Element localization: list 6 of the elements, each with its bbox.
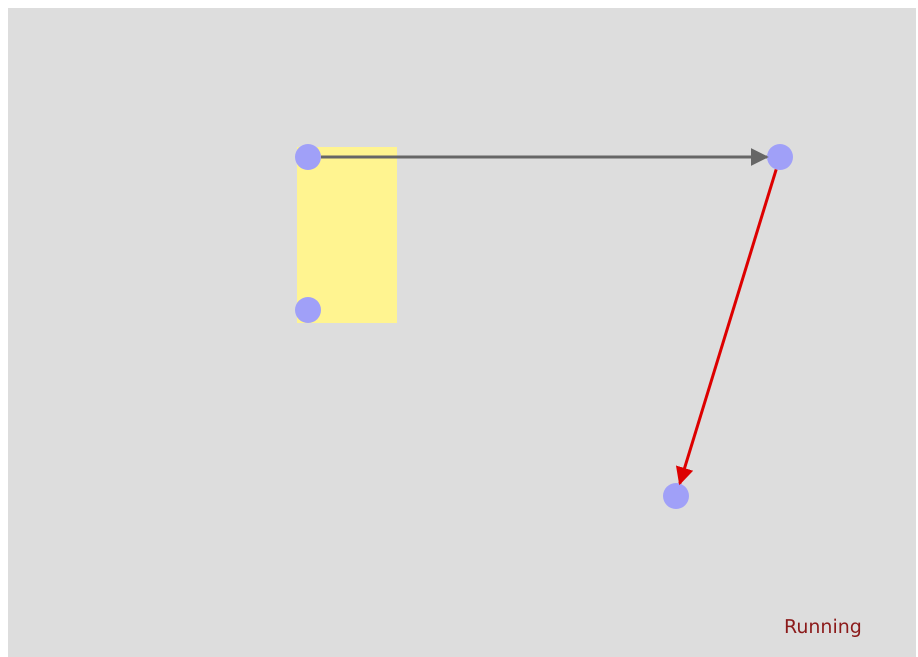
status-text: Running bbox=[784, 616, 862, 638]
circle-marker bbox=[663, 483, 689, 509]
circle-marker bbox=[295, 144, 321, 170]
circle-marker bbox=[767, 144, 793, 170]
arrow bbox=[676, 169, 778, 486]
arrow bbox=[321, 148, 769, 166]
